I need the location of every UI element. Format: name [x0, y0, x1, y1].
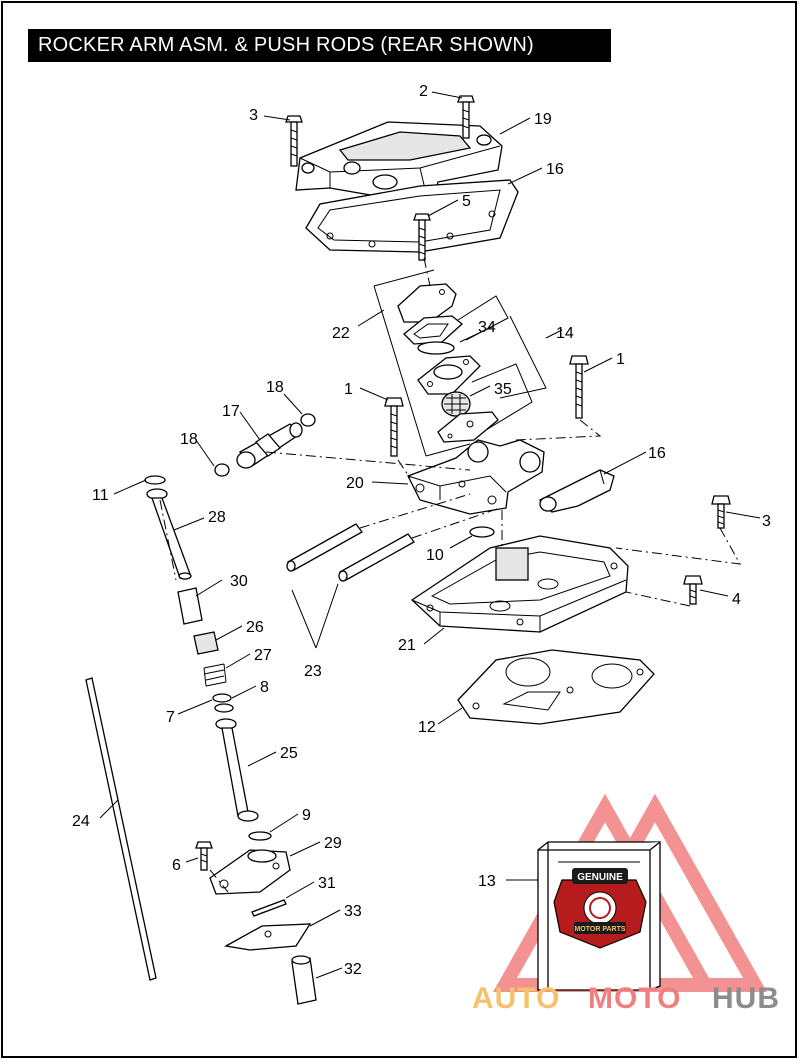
- rocker-shaft-upper: [286, 523, 363, 572]
- breather-bracket-23: [373, 269, 471, 457]
- callout-label: 21: [398, 637, 416, 654]
- callout-label: 6: [172, 857, 181, 874]
- callout-label: 16: [648, 445, 666, 462]
- callout-label: 33: [344, 903, 362, 920]
- lower-cover-30: [177, 587, 203, 625]
- callout-label: 3: [249, 107, 258, 124]
- callout-label: 23: [304, 663, 322, 680]
- callout-label: 1: [616, 351, 625, 368]
- filter-element-35: [441, 391, 471, 417]
- callout-label: 25: [280, 745, 298, 762]
- o-ring-7: [212, 693, 232, 703]
- push-rod: [85, 677, 157, 981]
- callout-label: 12: [418, 719, 436, 736]
- callout-label: 22: [332, 325, 350, 342]
- hydraulic-lifter-32: [291, 955, 317, 1005]
- cover-25: [215, 718, 259, 822]
- callout-label: 20: [346, 475, 364, 492]
- callout-label: 17: [222, 403, 240, 420]
- callout-label: 31: [318, 875, 336, 892]
- bolt-1-right: [569, 355, 589, 419]
- callout-label: 32: [344, 961, 362, 978]
- badge-line1: GENUINE: [577, 872, 623, 883]
- bolt-5: [413, 213, 431, 261]
- rocker-arm: [538, 469, 615, 513]
- callout-label: 8: [260, 679, 269, 696]
- upper-cover-28: [146, 488, 192, 580]
- breather-baffle: [437, 411, 499, 443]
- callout-label: 28: [208, 509, 226, 526]
- anti-rotation-plate-33: [224, 923, 312, 951]
- callout-label: 24: [72, 813, 90, 830]
- bolt-1-left: [384, 397, 404, 457]
- rocker-support: [407, 439, 545, 515]
- callout-label: 16: [546, 161, 564, 178]
- rocker-arm-15: [236, 422, 303, 469]
- callout-label: 35: [494, 381, 512, 398]
- o-ring-10: [469, 526, 495, 538]
- o-ring-34: [417, 341, 455, 355]
- callout-label: 2: [419, 83, 428, 100]
- bolt-4: [683, 575, 703, 605]
- bolt-6: [195, 841, 213, 871]
- o-ring-9: [248, 831, 272, 841]
- callout-label: 11: [92, 487, 109, 504]
- callout-label: 13: [478, 873, 496, 890]
- diagram-title: ROCKER ARM ASM. & PUSH RODS (REAR SHOWN): [28, 29, 611, 62]
- spring-cap-26: [193, 631, 219, 655]
- watermark-part2: MOTO: [588, 982, 681, 1015]
- callout-label: 18: [266, 379, 284, 396]
- callout-label: 30: [230, 573, 248, 590]
- alignment-lines: [159, 257, 741, 893]
- leader-lines: [99, 91, 761, 979]
- callout-label: 26: [246, 619, 264, 636]
- callout-label: 7: [166, 709, 175, 726]
- watermark-part1: AUTO: [472, 982, 560, 1015]
- watermark-text: AUTO MOTO HUB: [472, 982, 780, 1015]
- callout-label: 10: [426, 547, 444, 564]
- cover-gasket: [305, 179, 519, 253]
- tappet-cuff: [209, 849, 291, 895]
- callout-label: 5: [462, 193, 471, 210]
- callout-label: 4: [732, 591, 741, 608]
- callout-label: 29: [324, 835, 342, 852]
- watermark-part3: HUB: [712, 982, 780, 1015]
- bolt-3-top: [285, 115, 303, 167]
- breather-cover: [397, 283, 457, 323]
- callout-label: 34: [478, 319, 496, 336]
- bolt-3-right: [711, 495, 731, 529]
- genuine-badge: GENUINE MOTOR PARTS: [553, 868, 647, 949]
- rocker-cover: [295, 121, 503, 213]
- callout-label: 27: [254, 647, 272, 664]
- breather-gasket: [403, 315, 464, 345]
- spring-27: [203, 663, 227, 687]
- breather-valve-body: [417, 355, 481, 395]
- o-ring-8: [214, 703, 234, 713]
- callout-label: 3: [762, 513, 771, 530]
- callout-label: 14: [556, 325, 574, 342]
- callout-label: 1: [344, 381, 353, 398]
- base-gasket: [457, 649, 655, 725]
- bushing-18-right: [300, 413, 316, 427]
- callout-label: 9: [302, 807, 311, 824]
- o-ring-11: [144, 475, 166, 485]
- callout-labels: 3 2 19 16 5 22 34 14 35 1 1 17 18 18 16 …: [72, 83, 771, 978]
- bushing-18-left: [214, 463, 230, 477]
- pin-31: [251, 899, 287, 917]
- callout-label: 18: [180, 431, 198, 448]
- rocker-shaft-lower: [338, 533, 415, 582]
- callout-label: 19: [534, 111, 552, 128]
- rocker-housing: [410, 535, 629, 633]
- badge-line2: MOTOR PARTS: [574, 926, 625, 933]
